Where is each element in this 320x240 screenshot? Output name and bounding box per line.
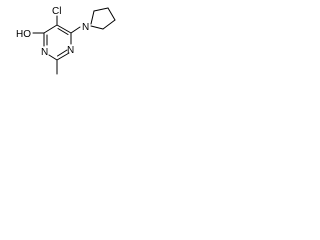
bond-n1-c2-double bbox=[57, 49, 68, 57]
bond-c2-n3 bbox=[48, 54, 58, 61]
bond-pyr-5 bbox=[90, 25, 104, 30]
structure-canvas: Cl HO N N N bbox=[0, 0, 119, 88]
chlorine-label: Cl bbox=[52, 6, 61, 17]
bond-pyr-4 bbox=[102, 19, 116, 30]
ring-nitrogen-right-label: N bbox=[67, 45, 74, 56]
bond-c4-c5 bbox=[43, 24, 58, 34]
pyrrolidine-nitrogen-label: N bbox=[82, 22, 89, 33]
pyrrolidine-ring bbox=[90, 7, 116, 30]
pyrimidine-ring bbox=[43, 24, 72, 61]
ring-nitrogen-left-label: N bbox=[41, 47, 48, 58]
bond-c5-c6 bbox=[56, 24, 72, 34]
bond-pyr-2 bbox=[93, 7, 109, 12]
bond-c5-c6-double bbox=[57, 28, 69, 35]
bond-n1-c2 bbox=[56, 52, 70, 61]
bond-c6-n-pyrrolidine bbox=[70, 26, 81, 34]
molecule-diagram: Cl HO N N N bbox=[16, 6, 116, 75]
bond-pyr-3 bbox=[107, 7, 116, 21]
bond-pyr-1 bbox=[90, 10, 95, 25]
hydroxyl-label: HO bbox=[16, 29, 31, 40]
